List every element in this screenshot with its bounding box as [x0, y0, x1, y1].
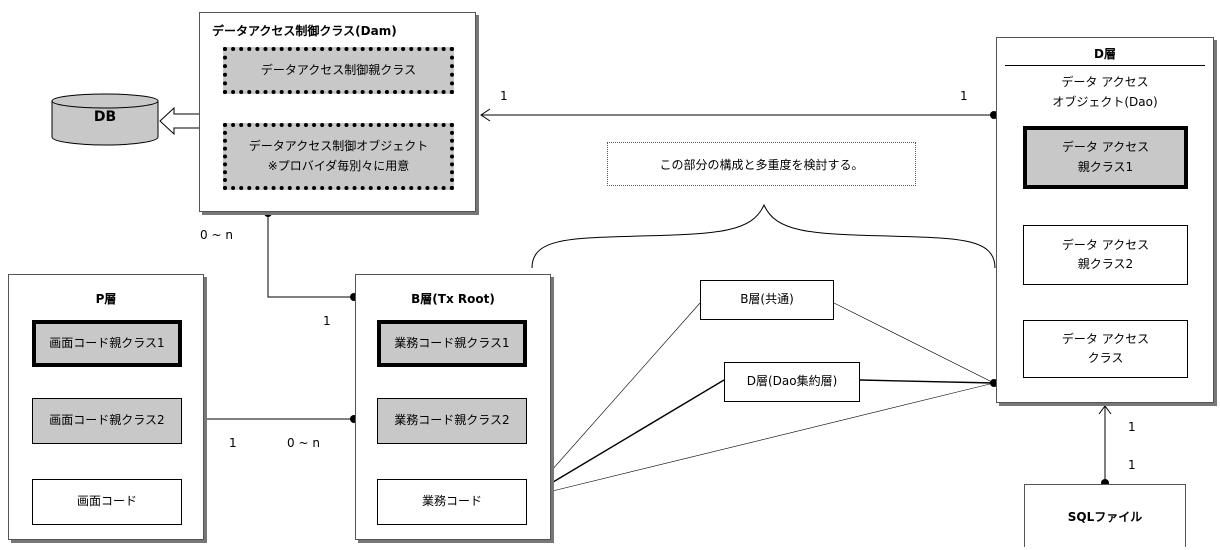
d-parent-class-1-line2: 親クラス1 — [1077, 159, 1134, 174]
p-layer-title: P層 — [95, 292, 117, 306]
sql-dao-arrowhead — [1098, 405, 1112, 415]
sql-file-label: SQLファイル — [1067, 509, 1143, 524]
d-layer-title-underline — [1005, 65, 1205, 66]
dam-parent-class-label: データアクセス制御親クラス — [260, 62, 417, 77]
b-layer-title: B層(Tx Root) — [411, 292, 495, 306]
p-screen-code-label: 画面コード — [76, 494, 137, 509]
b-parent-class-1: 業務コード親クラス1 — [377, 320, 527, 367]
dao-dam-arrowhead — [480, 108, 491, 122]
d-parent-class-2-line1: データ アクセス — [1061, 237, 1150, 252]
mult-p-b: 1 — [229, 436, 237, 450]
b-parent-class-2-label: 業務コード親クラス2 — [394, 413, 510, 428]
b-parent-class-1-label: 業務コード親クラス1 — [394, 335, 510, 350]
p-parent-class-2-label: 画面コード親クラス2 — [49, 413, 165, 428]
note-text: この部分の構成と多重度を検討する。 — [659, 157, 864, 172]
db-cylinder: DB — [50, 93, 162, 147]
d-parent-class-1-line1: データ アクセス — [1061, 140, 1150, 155]
b-business-code-class: 業務コード — [377, 479, 527, 525]
d-access-class-line2: クラス — [1087, 351, 1124, 365]
d-layer-title: D層 — [1094, 47, 1116, 61]
dam-b-association-line — [267, 213, 354, 298]
d-access-class: データ アクセス クラス — [1023, 320, 1188, 378]
note-brace — [531, 203, 996, 269]
mult-dao-dam-right: 1 — [960, 89, 968, 103]
d-parent-class-2: データ アクセス 親クラス2 — [1023, 225, 1188, 285]
dam-object-class-label: データアクセス制御オブジェクト — [248, 139, 429, 154]
mult-sql-lower: 1 — [1128, 458, 1136, 472]
mult-dam-b: 0 ~ n — [200, 228, 233, 242]
mult-dao-dam-left: 1 — [500, 89, 508, 103]
sql-file: SQLファイル — [1024, 484, 1186, 547]
dam-parent-class: データアクセス制御親クラス — [223, 47, 454, 94]
b-common-label: B層(共通) — [740, 292, 794, 307]
d-dao-aggregation-class: D層(Dao集約層) — [724, 362, 860, 402]
b-common-class: B層(共通) — [700, 280, 834, 320]
b-parent-class-2: 業務コード親クラス2 — [377, 398, 527, 444]
dam-object-class-note: ※プロバイダ毎別々に用意 — [267, 158, 410, 173]
db-cylinder-shape — [51, 93, 159, 146]
p-parent-class-2: 画面コード親クラス2 — [32, 398, 182, 444]
db-label: DB — [93, 109, 117, 125]
p-parent-class-1: 画面コード親クラス1 — [32, 320, 182, 367]
p-screen-code-class: 画面コード — [32, 479, 182, 525]
d-dao-aggregation-label: D層(Dao集約層) — [746, 374, 838, 389]
d-layer-subtitle-2: オブジェクト(Dao) — [1052, 95, 1158, 109]
p-parent-class-1-label: 画面コード親クラス1 — [49, 335, 165, 350]
dam-object-class: データアクセス制御オブジェクト ※プロバイダ毎別々に用意 — [223, 123, 454, 190]
dam-title: データアクセス制御クラス(Dam) — [212, 24, 397, 38]
d-parent-class-1: データ アクセス 親クラス1 — [1023, 126, 1188, 189]
d-access-class-line1: データ アクセス — [1061, 331, 1150, 346]
mult-sql-upper: 1 — [1128, 420, 1136, 434]
note-box: この部分の構成と多重度を検討する。 — [607, 142, 916, 186]
d-layer-subtitle-1: データ アクセス — [1061, 75, 1149, 89]
b-business-code-label: 業務コード — [421, 494, 482, 509]
mult-b-from-dam: 1 — [323, 314, 331, 328]
d-parent-class-2-line2: 親クラス2 — [1077, 257, 1134, 271]
mult-b-from-p: 0 ~ n — [287, 436, 320, 450]
